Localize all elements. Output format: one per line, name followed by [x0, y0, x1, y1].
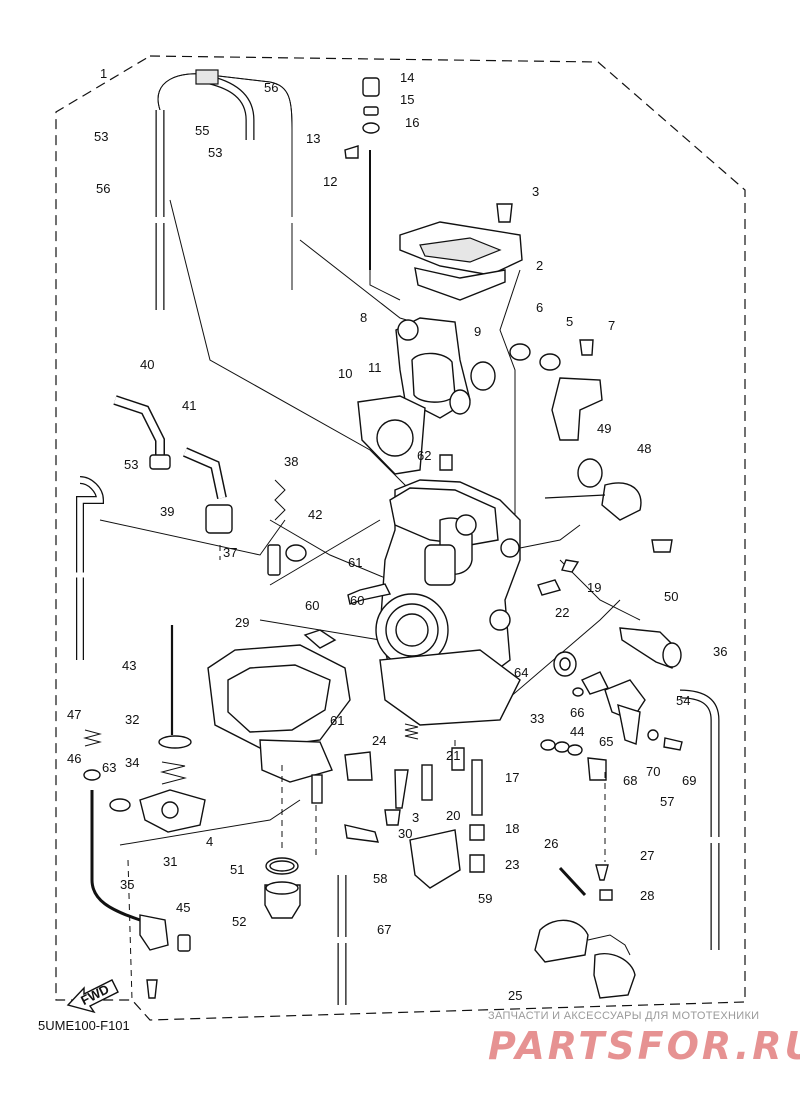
- part-label-49: 49: [597, 421, 611, 436]
- part-label-57: 57: [660, 794, 674, 809]
- drain-hose-and-plug: [264, 857, 349, 1005]
- part-label-2: 2: [536, 258, 543, 273]
- part-label-29: 29: [235, 615, 249, 630]
- part-label-64: 64: [514, 665, 528, 680]
- jets: [344, 723, 485, 889]
- part-label-6: 6: [536, 300, 543, 315]
- choke-plunger-assembly: [73, 395, 307, 660]
- part-label-5: 5: [566, 314, 573, 329]
- part-label-41: 41: [182, 398, 196, 413]
- part-label-61: 61: [330, 713, 344, 728]
- part-label-60: 60: [350, 593, 364, 608]
- part-label-3: 3: [532, 184, 539, 199]
- part-label-27: 27: [640, 848, 654, 863]
- part-label-39: 39: [160, 504, 174, 519]
- part-label-25: 25: [508, 988, 522, 1003]
- part-label-3: 3: [412, 810, 419, 825]
- part-label-24: 24: [372, 733, 386, 748]
- part-label-22: 22: [555, 605, 569, 620]
- watermark-logo: PARTSFOR.RU: [488, 1024, 800, 1068]
- part-label-63: 63: [102, 760, 116, 775]
- part-label-8: 8: [360, 310, 367, 325]
- part-label-47: 47: [67, 707, 81, 722]
- adjuster-screws: [347, 454, 682, 669]
- part-label-35: 35: [120, 877, 134, 892]
- part-label-52: 52: [232, 914, 246, 929]
- part-label-14: 14: [400, 70, 414, 85]
- part-label-40: 40: [140, 357, 154, 372]
- part-label-69: 69: [682, 773, 696, 788]
- part-label-54: 54: [676, 693, 690, 708]
- part-label-66: 66: [570, 705, 584, 720]
- part-label-60: 60: [305, 598, 319, 613]
- part-label-48: 48: [637, 441, 651, 456]
- throttle-sensor: [534, 919, 636, 999]
- carburetor-body: [375, 479, 521, 726]
- part-label-62: 62: [417, 448, 431, 463]
- float-parts: [83, 625, 206, 999]
- part-label-38: 38: [284, 454, 298, 469]
- diagram-code: 5UME100-F101: [38, 1018, 130, 1033]
- part-label-56: 56: [264, 80, 278, 95]
- part-label-7: 7: [608, 318, 615, 333]
- part-label-36: 36: [713, 644, 727, 659]
- top-cover: [344, 77, 523, 301]
- part-label-10: 10: [338, 366, 352, 381]
- part-label-16: 16: [405, 115, 419, 130]
- part-label-59: 59: [478, 891, 492, 906]
- part-label-1: 1: [100, 66, 107, 81]
- assembly-boundary: [55, 55, 746, 1021]
- part-label-65: 65: [599, 734, 613, 749]
- part-label-51: 51: [230, 862, 244, 877]
- part-label-33: 33: [530, 711, 544, 726]
- part-label-53: 53: [94, 129, 108, 144]
- part-label-43: 43: [122, 658, 136, 673]
- part-label-45: 45: [176, 900, 190, 915]
- part-label-4: 4: [206, 834, 213, 849]
- part-label-46: 46: [67, 751, 81, 766]
- overflow-hose: [679, 689, 722, 950]
- part-label-30: 30: [398, 826, 412, 841]
- part-label-50: 50: [664, 589, 678, 604]
- float-bowl: [207, 629, 373, 804]
- part-label-42: 42: [308, 507, 322, 522]
- part-label-26: 26: [544, 836, 558, 851]
- part-label-32: 32: [125, 712, 139, 727]
- part-label-28: 28: [640, 888, 654, 903]
- vent-hoses: [152, 69, 300, 310]
- needle-valve-parts: [558, 864, 613, 901]
- part-label-53: 53: [208, 145, 222, 160]
- part-label-17: 17: [505, 770, 519, 785]
- part-label-13: 13: [306, 131, 320, 146]
- throttle-bracket: [509, 339, 673, 553]
- throttle-housing: [357, 317, 496, 475]
- part-label-9: 9: [474, 324, 481, 339]
- part-label-18: 18: [505, 821, 519, 836]
- part-label-12: 12: [323, 174, 337, 189]
- watermark-subtitle: ЗАПЧАСТИ И АКСЕССУАРЫ ДЛЯ МОТОТЕХНИКИ: [488, 1010, 760, 1022]
- part-label-34: 34: [125, 755, 139, 770]
- part-label-61: 61: [348, 555, 362, 570]
- part-label-11: 11: [368, 360, 382, 375]
- fwd-arrow: FWD: [66, 979, 119, 1014]
- part-label-20: 20: [446, 808, 460, 823]
- part-label-31: 31: [163, 854, 177, 869]
- part-label-70: 70: [646, 764, 660, 779]
- dashed-guides: [127, 545, 606, 1001]
- part-label-23: 23: [505, 857, 519, 872]
- part-label-44: 44: [570, 724, 584, 739]
- part-label-55: 55: [195, 123, 209, 138]
- part-label-58: 58: [373, 871, 387, 886]
- part-label-21: 21: [446, 748, 460, 763]
- accelerator-pump: [540, 651, 683, 781]
- part-label-15: 15: [400, 92, 414, 107]
- part-label-67: 67: [377, 922, 391, 937]
- part-label-37: 37: [223, 545, 237, 560]
- part-label-19: 19: [587, 580, 601, 595]
- part-label-53: 53: [124, 457, 138, 472]
- part-label-68: 68: [623, 773, 637, 788]
- part-label-56: 56: [96, 181, 110, 196]
